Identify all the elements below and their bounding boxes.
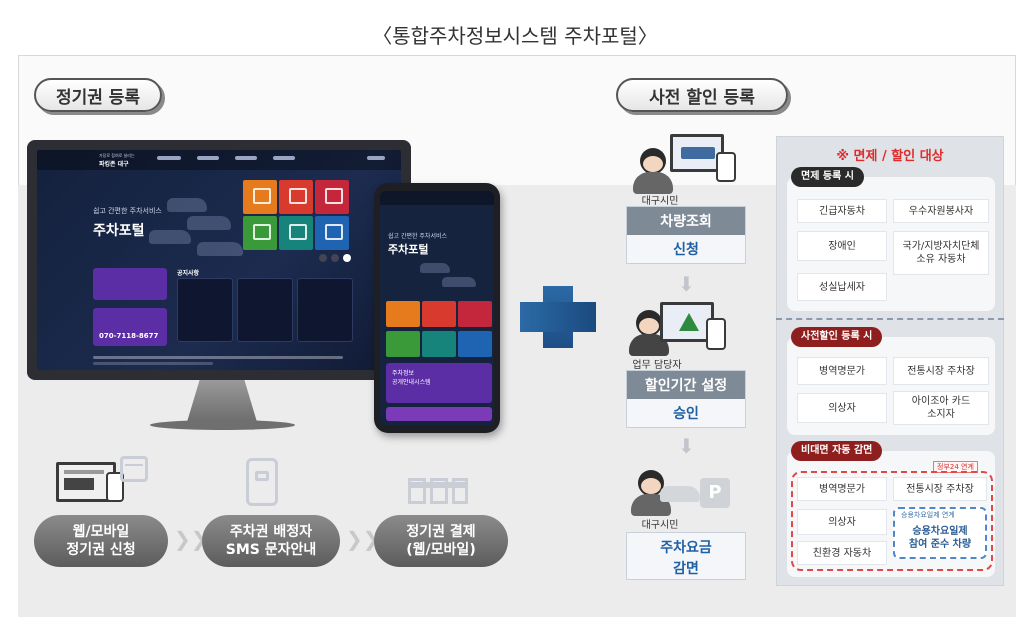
sms-phone-icon bbox=[246, 458, 278, 506]
page-title: 〈통합주차정보시스템 주차포털〉 bbox=[372, 24, 658, 48]
flow-step-3-bottom: 감면 bbox=[673, 560, 699, 577]
desktop-monitor: 가장로 참여로 살리는 파킹존 대구 쉽고 간편한 주차서비스 주차포털 070… bbox=[27, 140, 411, 380]
portal-brand-main: 파킹존 대구 bbox=[99, 161, 129, 168]
portal-mobile-screen: 쉽고 간편한 주차서비스 주차포털 주차정보 공개안내시스템 bbox=[380, 191, 494, 425]
monitor-stand bbox=[187, 380, 257, 422]
flow-step-1-bottom: 신청 bbox=[673, 242, 699, 258]
portal-desktop-screen: 가장로 참여로 살리는 파킹존 대구 쉽고 간편한 주차서비스 주차포털 070… bbox=[37, 150, 401, 370]
portal-notice-heading: 공지사항 bbox=[177, 270, 200, 277]
step-sms-line1: 주차권 배정자 bbox=[229, 524, 313, 540]
pause-icon[interactable] bbox=[343, 254, 351, 262]
chevron-right-icon: ❯❯ bbox=[174, 527, 208, 551]
parked-car-icon bbox=[660, 486, 700, 502]
auto-reduction-group-label: 비대면 자동 감면 bbox=[791, 441, 883, 461]
portal-tile-orange[interactable] bbox=[243, 180, 277, 214]
flow-step-2-top: 할인기간 설정 bbox=[627, 371, 745, 399]
flow-step-3: 주차요금 감면 bbox=[626, 532, 746, 580]
portal-notice-card-2[interactable] bbox=[237, 278, 293, 342]
target-cell: 승용차요일제 참여 준수 차량 bbox=[899, 521, 981, 555]
plus-icon-bar bbox=[520, 302, 596, 332]
flow-step-3-top: 주차요금 bbox=[660, 539, 712, 556]
arrow-down-icon: ⬇ bbox=[678, 272, 695, 296]
portal-tile-red[interactable] bbox=[279, 180, 313, 214]
target-cell: 전통시장 주차장 bbox=[893, 357, 989, 385]
step-payment-line2: (웹/모바일) bbox=[406, 542, 476, 558]
monitor-base bbox=[150, 420, 295, 430]
target-cell: 긴급자동차 bbox=[797, 199, 887, 223]
web-mobile-apply-icon bbox=[56, 462, 128, 508]
parking-sign-icon: P bbox=[700, 478, 730, 508]
mobile-phone: 쉽고 간편한 주차서비스 주차포털 주차정보 공개안내시스템 bbox=[374, 183, 500, 433]
discount-target-panel: ※ 면제 / 할인 대상 면제 등록 시 긴급자동차 우수자원봉사자 장애인 국… bbox=[776, 136, 1004, 586]
mobile-hero-subtitle: 쉽고 간편한 주차서비스 bbox=[388, 233, 448, 240]
target-cell: 아이조아 카드 소지자 bbox=[893, 391, 989, 425]
mobile-purple-card[interactable] bbox=[386, 363, 492, 403]
step-payment-line1: 정기권 결제 bbox=[406, 524, 476, 540]
arrow-down-icon: ⬇ bbox=[678, 434, 695, 458]
portal-notice-card-1[interactable] bbox=[177, 278, 233, 342]
target-cell: 친환경 자동차 bbox=[797, 541, 887, 565]
section-label-season-ticket: 정기권 등록 bbox=[34, 78, 162, 112]
step-sms-line2: SMS 문자안내 bbox=[225, 542, 317, 558]
chevron-right-icon: ❯❯ bbox=[346, 527, 380, 551]
step-apply-line2: 정기권 신청 bbox=[66, 542, 136, 558]
portal-tile-green[interactable] bbox=[243, 216, 277, 250]
mobile-device-icon bbox=[716, 152, 736, 182]
target-cell: 전통시장 주차장 bbox=[893, 477, 987, 501]
portal-tile-crimson[interactable] bbox=[315, 180, 349, 214]
mobile-hero-title: 주차포털 bbox=[388, 243, 429, 256]
portal-purple-card-2[interactable] bbox=[93, 308, 167, 346]
target-cell: 우수자원봉사자 bbox=[893, 199, 989, 223]
step-sms: 주차권 배정자 SMS 문자안내 bbox=[202, 515, 340, 567]
exemption-group-label: 면제 등록 시 bbox=[791, 167, 864, 187]
portal-tile-blue[interactable] bbox=[315, 216, 349, 250]
target-cell: 의상자 bbox=[797, 509, 887, 535]
panel-divider bbox=[776, 318, 1004, 320]
portal-brand-small: 가장로 참여로 살리는 bbox=[99, 153, 135, 158]
panel-title: ※ 면제 / 할인 대상 bbox=[836, 149, 944, 164]
flow-step-2: 할인기간 설정 승인 bbox=[626, 370, 746, 428]
calendar-icon bbox=[120, 456, 148, 482]
mobile-card-text: 주차정보 공개안내시스템 bbox=[392, 370, 431, 386]
flow-actor-3: 대구시민 bbox=[641, 520, 679, 531]
flow-actor-1: 대구시민 bbox=[641, 196, 679, 207]
target-cell: 성실납세자 bbox=[797, 273, 887, 301]
target-cell: 의상자 bbox=[797, 393, 887, 423]
portal-notice-card-3[interactable] bbox=[297, 278, 353, 342]
payment-card-icon bbox=[408, 478, 468, 508]
portal-purple-card-1[interactable] bbox=[93, 268, 167, 300]
portal-phone-number: 070-7118-8677 bbox=[99, 332, 159, 340]
portal-hero-title: 주차포털 bbox=[93, 223, 145, 239]
weekday-system-tag: 승용차요일제 연계 bbox=[901, 511, 955, 519]
flow-step-2-bottom: 승인 bbox=[673, 406, 699, 422]
flow-step-1: 차량조회 신청 bbox=[626, 206, 746, 264]
target-cell: 장애인 bbox=[797, 231, 887, 261]
target-cell: 병역명문가 bbox=[797, 477, 887, 501]
flow-step-1-top: 차량조회 bbox=[627, 207, 745, 235]
flow-actor-2: 업무 담당자 bbox=[632, 360, 682, 371]
next-arrow-icon[interactable] bbox=[331, 254, 339, 262]
step-apply-line1: 웹/모바일 bbox=[72, 524, 130, 540]
portal-hero-subtitle: 쉽고 간편한 주차서비스 bbox=[93, 207, 162, 215]
target-cell: 병역명문가 bbox=[797, 357, 887, 385]
step-payment: 정기권 결제 (웹/모바일) bbox=[374, 515, 508, 567]
pre-discount-group-label: 사전할인 등록 시 bbox=[791, 327, 883, 347]
auto-reduction-border bbox=[791, 471, 993, 571]
section-label-pre-discount: 사전 할인 등록 bbox=[616, 78, 788, 112]
step-apply: 웹/모바일 정기권 신청 bbox=[34, 515, 168, 567]
portal-nav-bar bbox=[37, 150, 401, 170]
mobile-device-icon bbox=[706, 318, 726, 350]
target-cell: 국가/지방자치단체 소유 자동차 bbox=[893, 231, 989, 275]
portal-tile-teal[interactable] bbox=[279, 216, 313, 250]
prev-arrow-icon[interactable] bbox=[319, 254, 327, 262]
